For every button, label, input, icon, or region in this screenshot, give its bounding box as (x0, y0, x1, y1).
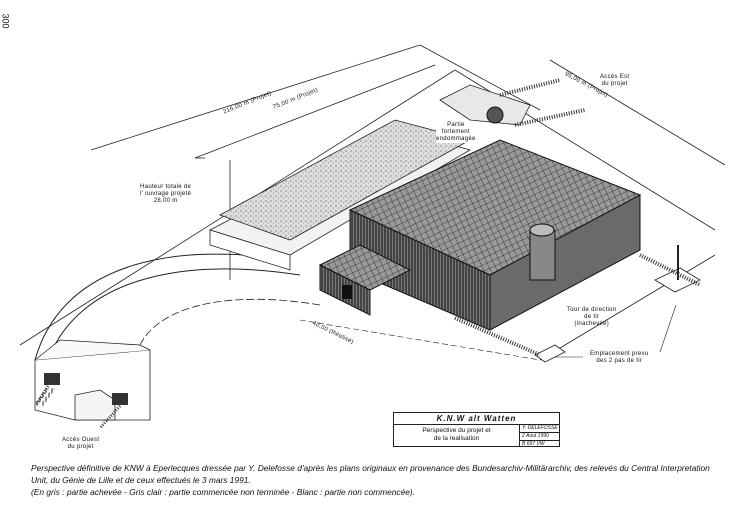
main-building-side (489, 194, 641, 331)
launch-pad-label: Emplacement prevu des 2 pas de tir (590, 351, 648, 365)
label-line: endommagée (436, 136, 476, 142)
label-line: (inachevée) (574, 321, 610, 327)
figure-caption: Perspective définitive de KNW à Eperlecq… (31, 462, 721, 498)
title-block-meta: Y. DELEFOSSE 2 Aout 1990 B 697 VW (519, 425, 560, 447)
label-line: Accès Ouest (62, 437, 100, 443)
label-line: Partie (447, 122, 465, 128)
height-label-line: 28,00 m (153, 198, 178, 204)
caption-line-2: (En gris : partie achevée - Gris clair :… (31, 487, 416, 497)
west-tunnel-left (44, 373, 60, 385)
author: Y. DELEFOSSE (520, 425, 560, 433)
west-tunnel-right (112, 393, 128, 405)
description-line: Perspective du projet et (422, 427, 491, 434)
date: 2 Aout 1990 (520, 433, 560, 441)
label-line: de tir (584, 314, 600, 320)
tower-label: Tour de direction de tir (inachevée) (567, 307, 616, 328)
description-line: de la realisation (433, 435, 480, 442)
east-access-label: Accès Est du projet (600, 74, 629, 88)
title-block-title: K.N.W alt Watten (394, 413, 559, 425)
reference: B 697 VW (522, 441, 545, 447)
west-access-label: Accès Ouest du projet (62, 437, 99, 451)
label-line: des 2 pas de tir (596, 358, 643, 364)
label-line: du projet (601, 81, 628, 87)
height-label: Hauteur totale de l' ouvrage projeté 28,… (140, 184, 191, 205)
height-label-line: Hauteur totale de (140, 184, 192, 190)
height-label-line: l' ouvrage projeté (140, 191, 192, 197)
dimension-line-95 (549, 59, 726, 166)
label-line: Emplacement prevu (590, 351, 649, 357)
title-block-description: Perspective du projet et de la realisati… (394, 425, 519, 443)
caption-line-1: Perspective définitive de KNW à Eperlecq… (31, 463, 710, 485)
title-block: K.N.W alt Watten Perspective du projet e… (393, 412, 560, 447)
label-line: Accès Est (600, 74, 630, 80)
damaged-part-label: Partie fortement endommagée (436, 122, 476, 143)
direction-tower (529, 229, 556, 281)
label-line: du projet (67, 444, 94, 450)
label-line: Tour de direction (567, 307, 617, 313)
label-line: fortement (441, 129, 470, 135)
